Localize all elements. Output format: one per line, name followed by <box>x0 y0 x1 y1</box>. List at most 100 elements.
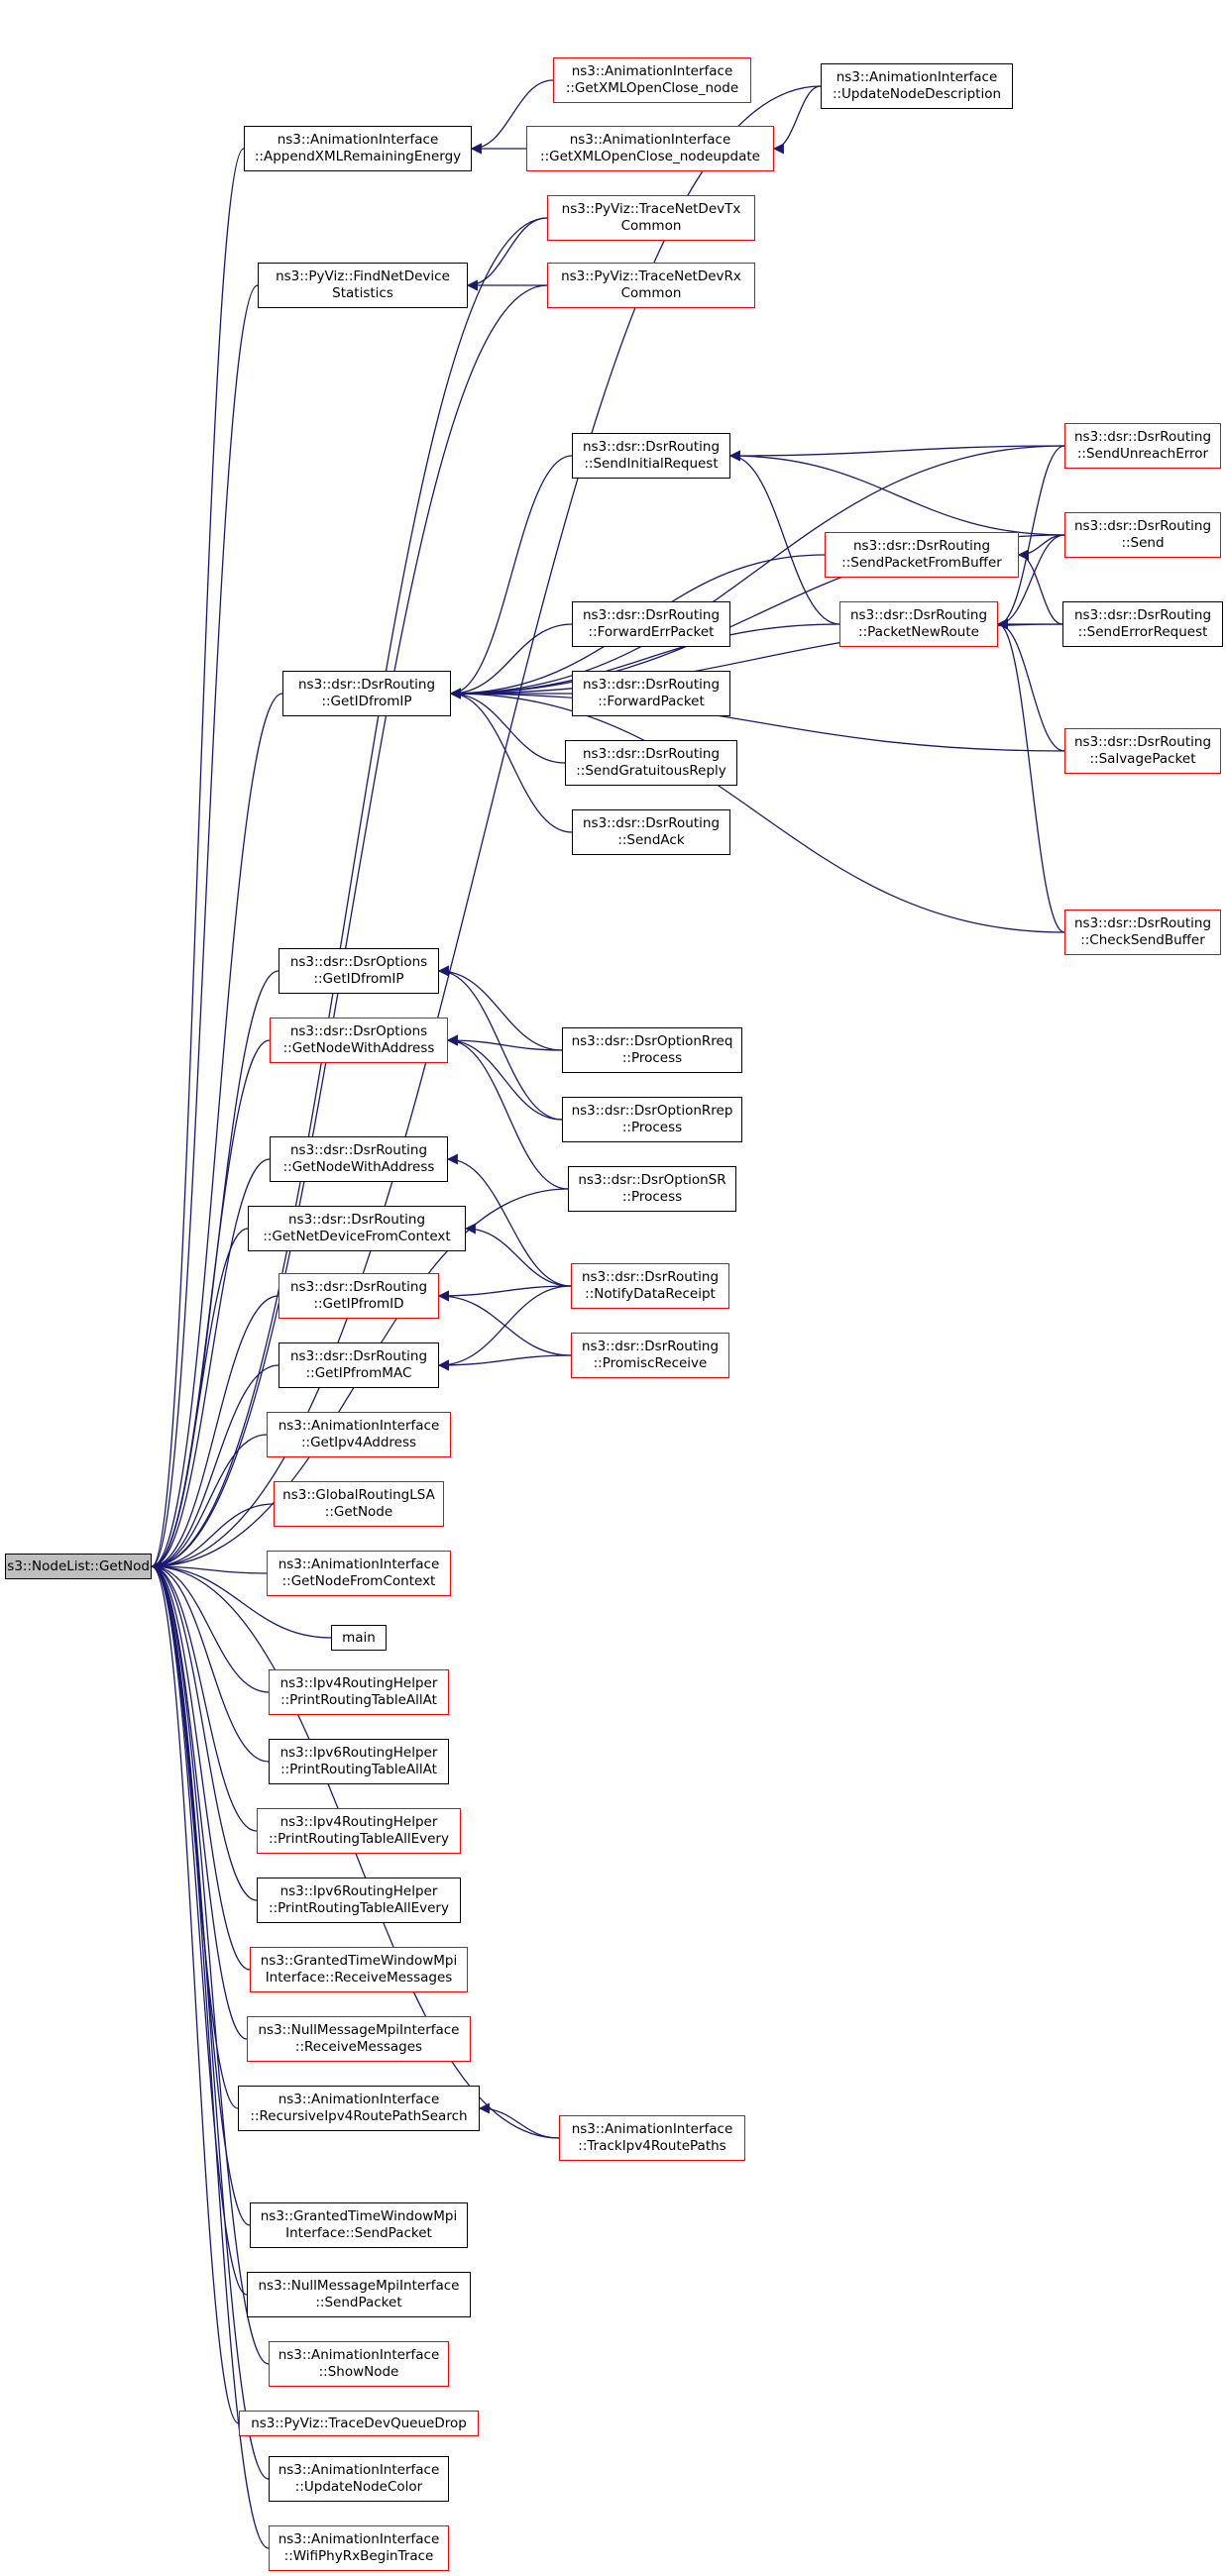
graph-node-label: ns3::AnimationInterface <box>571 2121 733 2137</box>
edge-sendunreach-to-sendinit <box>728 445 1065 462</box>
graph-node-label: ::GetNode <box>324 1504 393 1520</box>
edge-notify-to-getipid <box>437 1285 572 1302</box>
graph-node-label: ns3::PyViz::FindNetDevice <box>276 268 450 284</box>
graph-node-fwderr: ns3::dsr::DsrRouting::ForwardErrPacket <box>572 601 730 647</box>
edge-ipv6at-to-root <box>150 1560 270 1763</box>
graph-node-wifirx[interactable]: ns3::AnimationInterface::WifiPhyRxBeginT… <box>269 2525 449 2571</box>
edge-notify-to-routegetnode <box>446 1153 572 1287</box>
edge-notify-to-getipmac <box>437 1285 572 1371</box>
graph-node-sendack: ns3::dsr::DsrRouting::SendAck <box>572 809 730 855</box>
graph-node-rreq: ns3::dsr::DsrOptionRreq::Process <box>562 1027 742 1073</box>
graph-node-label: ns3::dsr::DsrRouting <box>1073 429 1212 445</box>
graph-node-routegetnode: ns3::dsr::DsrRouting::GetNodeWithAddress <box>270 1136 448 1182</box>
graph-node-label: ns3::PyViz::TraceDevQueueDrop <box>251 2415 467 2431</box>
graph-node-xmlupd[interactable]: ns3::AnimationInterface::GetXMLOpenClose… <box>526 126 774 171</box>
edge-main-to-root <box>150 1560 332 1639</box>
graph-node-sendpkt[interactable]: ns3::dsr::DsrRouting::SendPacketFromBuff… <box>825 532 1019 578</box>
edge-getipid-to-root <box>150 1295 279 1572</box>
graph-node-label: ::Process <box>621 1189 683 1205</box>
edge-ipv4at-to-root <box>150 1560 270 1693</box>
graph-node-label: ns3::dsr::DsrOptions <box>289 1023 428 1039</box>
graph-node-label: ns3::dsr::DsrRouting <box>289 1142 428 1158</box>
edge-updesc-to-xmlupd <box>772 85 822 155</box>
edge-append-to-root <box>150 148 245 1572</box>
graph-node-getipv4[interactable]: ns3::AnimationInterface::GetIpv4Address <box>267 1412 451 1457</box>
graph-node-label: ns3::AnimationInterface <box>277 132 439 148</box>
edge-tracetx-to-root <box>150 217 548 1572</box>
graph-node-pktnew[interactable]: ns3::dsr::DsrRouting::PacketNewRoute <box>839 601 998 647</box>
graph-node-promisc[interactable]: ns3::dsr::DsrRouting::PromiscReceive <box>571 1333 729 1378</box>
graph-node-label: ::SendGratuitousReply <box>576 763 726 779</box>
graph-node-notify[interactable]: ns3::dsr::DsrRouting::NotifyDataReceipt <box>571 1263 729 1309</box>
graph-node-label: ns3::dsr::DsrRouting <box>852 538 991 554</box>
graph-node-label: ns3::AnimationInterface <box>836 69 998 85</box>
graph-node-label: ::ShowNode <box>318 2364 399 2380</box>
graph-node-label: ::PromiscReceive <box>593 1355 708 1371</box>
graph-node-getidip: ns3::dsr::DsrRouting::GetIDfromIP <box>282 671 451 716</box>
edge-nullsend-to-root <box>150 1560 248 2296</box>
graph-node-label: ns3::AnimationInterface <box>278 2092 440 2107</box>
graph-node-trackipv4[interactable]: ns3::AnimationInterface::TrackIpv4RouteP… <box>559 2115 745 2161</box>
graph-node-nullrecv[interactable]: ns3::NullMessageMpiInterface::ReceiveMes… <box>247 2016 471 2062</box>
graph-node-label: ns3::NullMessageMpiInterface <box>258 2278 460 2294</box>
graph-node-label: ::GetIPfromMAC <box>305 1365 412 1381</box>
graph-node-label: ns3::NodeList::GetNode <box>5 1557 152 1574</box>
graph-node-checksend[interactable]: ns3::dsr::DsrRouting::CheckSendBuffer <box>1064 910 1221 955</box>
graph-node-label: ::ForwardErrPacket <box>588 624 715 640</box>
graph-node-label: ns3::AnimationInterface <box>278 1556 440 1572</box>
graph-node-ipv4at[interactable]: ns3::Ipv4RoutingHelper::PrintRoutingTabl… <box>269 1669 449 1715</box>
edge-sendgrat-to-getidip <box>449 688 566 764</box>
graph-node-label: ::Send <box>1121 535 1165 551</box>
graph-node-ipv4every[interactable]: ns3::Ipv4RoutingHelper::PrintRoutingTabl… <box>257 1808 461 1854</box>
graph-node-label: ::PrintRoutingTableAllEvery <box>269 1831 449 1847</box>
graph-node-rrep: ns3::dsr::DsrOptionRrep::Process <box>562 1097 742 1142</box>
edge-sendinit-to-getidip <box>449 455 573 699</box>
graph-node-sendunreach[interactable]: ns3::dsr::DsrRouting::SendUnreachError <box>1064 423 1221 469</box>
graph-node-label: Interface::SendPacket <box>285 2225 432 2241</box>
graph-node-label: Common <box>620 285 682 301</box>
edge-getnodectx-to-root <box>150 1560 268 1574</box>
graph-node-tracedev[interactable]: ns3::PyViz::TraceDevQueueDrop <box>239 2411 479 2436</box>
graph-node-label: ns3::GrantedTimeWindowMpi <box>260 2208 458 2224</box>
graph-node-glsa[interactable]: ns3::GlobalRoutingLSA::GetNode <box>274 1481 444 1527</box>
graph-node-label: ns3::dsr::DsrRouting <box>581 1269 720 1285</box>
graph-node-label: ::GetXMLOpenClose_nodeupdate <box>540 149 760 164</box>
graph-node-fwdpkt: ns3::dsr::DsrRouting::ForwardPacket <box>572 671 730 716</box>
graph-node-label: Statistics <box>332 285 393 301</box>
edge-tracetx-to-findnet <box>466 217 548 291</box>
graph-node-recursive: ns3::AnimationInterface::RecursiveIpv4Ro… <box>238 2086 480 2131</box>
graph-node-label: ns3::dsr::DsrRouting <box>297 677 436 693</box>
graph-node-label: ::GetIDfromIP <box>313 971 404 987</box>
edge-checksend-to-pktnew <box>996 618 1065 933</box>
graph-node-label: ns3::Ipv4RoutingHelper <box>279 1814 438 1830</box>
graph-node-label: ns3::dsr::DsrRouting <box>289 1348 428 1364</box>
edge-notify-to-getnetdev <box>464 1223 572 1287</box>
graph-node-label: ns3::dsr::DsrOptionRrep <box>571 1103 733 1119</box>
graph-node-xmlnode[interactable]: ns3::AnimationInterface::GetXMLOpenClose… <box>553 57 751 103</box>
graph-node-getnetdev: ns3::dsr::DsrRouting::GetNetDeviceFromCo… <box>248 1206 466 1251</box>
graph-node-getnodectx[interactable]: ns3::AnimationInterface::GetNodeFromCont… <box>267 1551 451 1596</box>
edge-sendunreach-to-getidip <box>449 445 1065 699</box>
edge-getnetdev-to-root <box>150 1228 249 1572</box>
graph-node-send[interactable]: ns3::dsr::DsrRouting::Send <box>1064 512 1221 558</box>
edge-promisc-to-getipmac <box>437 1354 572 1371</box>
graph-node-optsr: ns3::dsr::DsrOptionSR::Process <box>568 1166 736 1212</box>
graph-node-optgetnode[interactable]: ns3::dsr::DsrOptions::GetNodeWithAddress <box>270 1018 448 1063</box>
graph-node-label: ::WifiPhyRxBeginTrace <box>283 2548 434 2564</box>
graph-node-updesc: ns3::AnimationInterface::UpdateNodeDescr… <box>821 63 1013 109</box>
graph-node-salvage[interactable]: ns3::dsr::DsrRouting::SalvagePacket <box>1064 728 1221 774</box>
graph-node-getipid[interactable]: ns3::dsr::DsrRouting::GetIPfromID <box>279 1273 439 1319</box>
graph-node-label: ns3::dsr::DsrRouting <box>582 677 721 693</box>
graph-node-shownode[interactable]: ns3::AnimationInterface::ShowNode <box>269 2341 449 2387</box>
graph-node-ipv6at: ns3::Ipv6RoutingHelper::PrintRoutingTabl… <box>269 1739 449 1784</box>
graph-node-label: ::Process <box>621 1120 683 1135</box>
graph-node-label: ns3::dsr::DsrRouting <box>582 607 721 623</box>
graph-node-label: ns3::AnimationInterface <box>278 2462 440 2478</box>
graph-node-label: ::SendUnreachError <box>1076 446 1209 462</box>
edge-pktnew-to-sendinit <box>728 450 840 625</box>
graph-node-label: ns3::Ipv6RoutingHelper <box>279 1883 438 1899</box>
